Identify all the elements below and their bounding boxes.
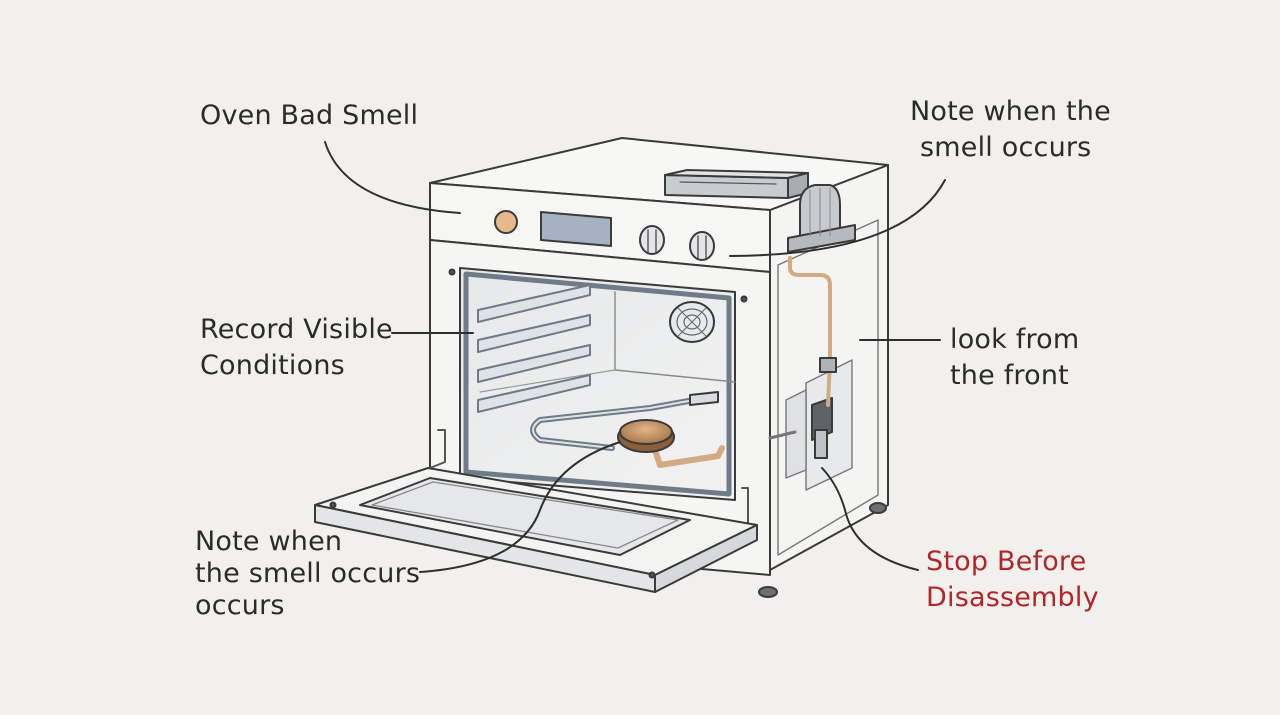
gas-line <box>652 445 725 468</box>
control-knob-left-icon <box>639 225 665 255</box>
door-window <box>359 477 691 556</box>
leader-stop-before <box>821 467 919 571</box>
display-screen <box>540 211 612 247</box>
top-vent-icon <box>664 169 809 199</box>
burner-icon <box>617 419 675 453</box>
label-note-when-smell-top: Note when the smell occurs <box>910 96 1111 163</box>
exhaust-duct-icon <box>787 184 856 253</box>
leader-note-top <box>729 179 946 257</box>
rack-rails <box>477 284 591 413</box>
label-look-from-front: look from the front <box>950 324 1080 391</box>
door-hinge-left <box>429 429 446 469</box>
indicator-light-icon <box>494 210 518 234</box>
label-stop-before-disassembly: Stop Before Disassembly <box>926 546 1099 613</box>
oven-door <box>314 467 758 593</box>
leader-note-bottom <box>419 441 621 573</box>
label-note-when-smell-bottom: Note when the smell occurs occurs <box>195 526 421 621</box>
leader-oven-bad-smell <box>324 141 461 214</box>
gas-valve-icon <box>768 359 853 491</box>
label-record-visible-conditions: Record Visible Conditions <box>200 314 393 381</box>
convection-fan-icon <box>669 301 715 343</box>
label-oven-bad-smell: Oven Bad Smell <box>200 100 419 131</box>
copper-gas-pipe <box>788 256 832 407</box>
control-knob-right-icon <box>689 231 715 261</box>
